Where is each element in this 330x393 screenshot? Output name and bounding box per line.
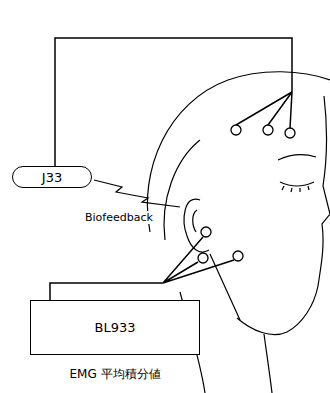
box-label: BL933 <box>95 320 136 335</box>
amplifier-box: BL933 <box>30 300 200 355</box>
ear-inner <box>193 210 197 232</box>
head-outline <box>147 72 330 232</box>
electrode <box>263 125 273 135</box>
electrode-wire <box>55 38 292 166</box>
face-profile <box>237 96 330 335</box>
eyebrow <box>278 155 316 160</box>
eyelash <box>282 186 309 192</box>
electrode-wire <box>50 237 234 300</box>
closed-eye <box>280 182 314 186</box>
caption: EMG 平均積分値 <box>68 366 161 383</box>
neck-line <box>264 334 272 393</box>
feedback-signal <box>94 180 180 207</box>
electrode <box>198 253 208 263</box>
jaw-line <box>210 254 240 320</box>
signal-label: Biofeedback <box>84 211 154 224</box>
electrode <box>285 128 295 138</box>
box-label: J33 <box>42 170 62 185</box>
electrode <box>231 125 241 135</box>
electrode <box>233 251 243 261</box>
electrode <box>201 227 211 237</box>
hair-line <box>164 140 200 240</box>
device-box: J33 <box>12 166 92 188</box>
